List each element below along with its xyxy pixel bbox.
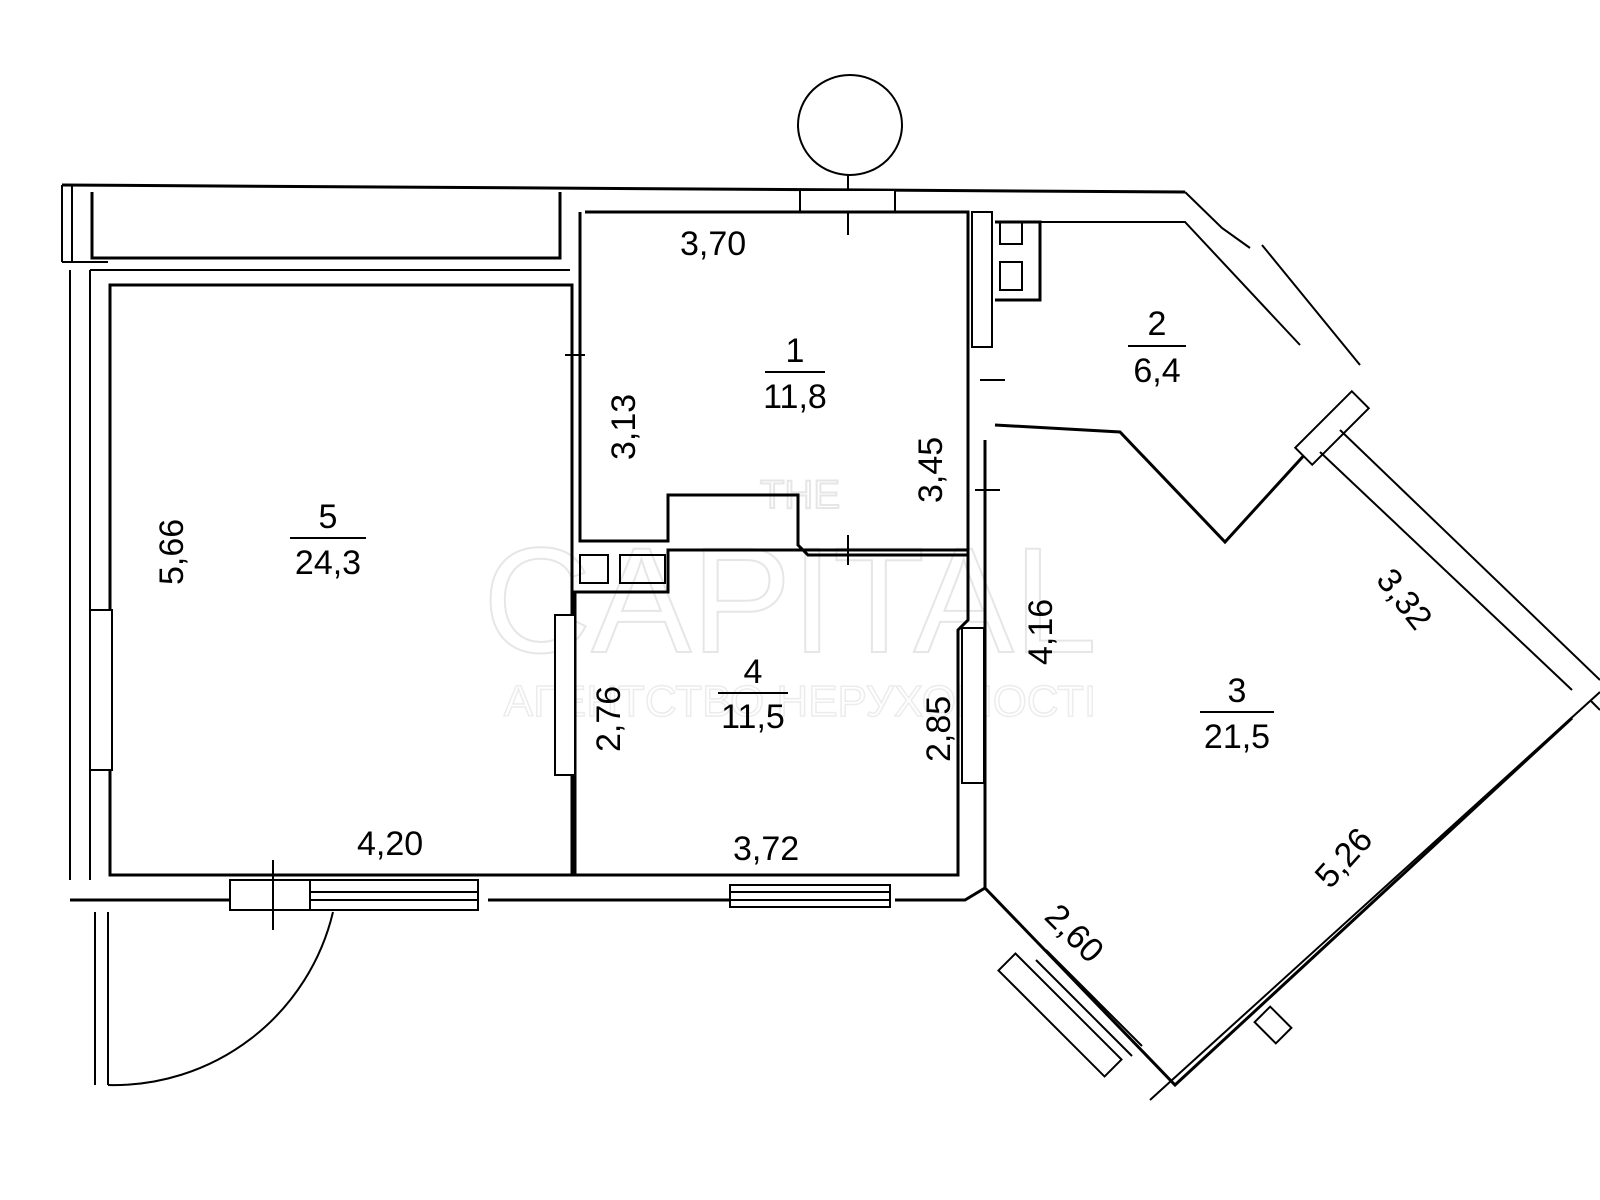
- room-number: 5: [319, 498, 338, 536]
- room-area: 6,4: [1133, 352, 1180, 390]
- room-area: 24,3: [295, 544, 361, 582]
- dim-room5-bottom: 4,20: [357, 825, 423, 863]
- room-label-3: 3 21,5: [1200, 672, 1274, 756]
- room-4-walls: [554, 548, 985, 908]
- dim-room4-bottom: 3,72: [733, 830, 799, 868]
- room-number: 3: [1228, 672, 1247, 710]
- room-area: 11,5: [721, 698, 785, 736]
- dim-room3-bottom-left: 2,60: [1037, 897, 1111, 971]
- room-1-walls: [578, 210, 1005, 565]
- room-label-5: 5 24,3: [290, 498, 366, 582]
- dim-room5-left: 5,66: [153, 519, 191, 585]
- room-number: 1: [786, 332, 805, 370]
- watermark-line-3: АГЕНТСТВО НЕРУХОМОСТІ: [504, 677, 1097, 726]
- shaft-blocks: [579, 221, 1023, 584]
- dim-room1-left: 3,13: [605, 394, 643, 460]
- room-label-4: 4 11,5: [718, 653, 788, 736]
- dim-room1-top: 3,70: [680, 225, 746, 263]
- dim-room4-left: 2,76: [590, 686, 628, 752]
- dim-room4-right: 2,85: [920, 696, 958, 762]
- room-area: 11,8: [763, 378, 827, 416]
- watermark-line-2: CAPITAL: [483, 516, 1097, 684]
- room-number: 2: [1148, 305, 1167, 343]
- dim-room3-lower-right: 5,26: [1308, 821, 1381, 896]
- watermark: THE CAPITAL АГЕНТСТВО НЕРУХОМОСТІ: [482, 472, 1098, 727]
- room-label-1: 1 11,8: [763, 332, 827, 416]
- room-area: 21,5: [1204, 718, 1270, 756]
- dim-room3-upper-right: 3,32: [1369, 562, 1440, 638]
- top-balcony: [61, 183, 1186, 263]
- room-label-2: 2 6,4: [1128, 305, 1186, 390]
- dim-room3-left: 4,16: [1022, 599, 1060, 665]
- bottom-wall-and-door: [70, 860, 986, 1087]
- room-5-walls: [69, 269, 585, 880]
- room-3-walls: [983, 429, 1600, 1101]
- room-number: 4: [744, 653, 763, 691]
- room-2-walls: [994, 191, 1371, 545]
- dim-room1-right: 3,45: [912, 437, 950, 503]
